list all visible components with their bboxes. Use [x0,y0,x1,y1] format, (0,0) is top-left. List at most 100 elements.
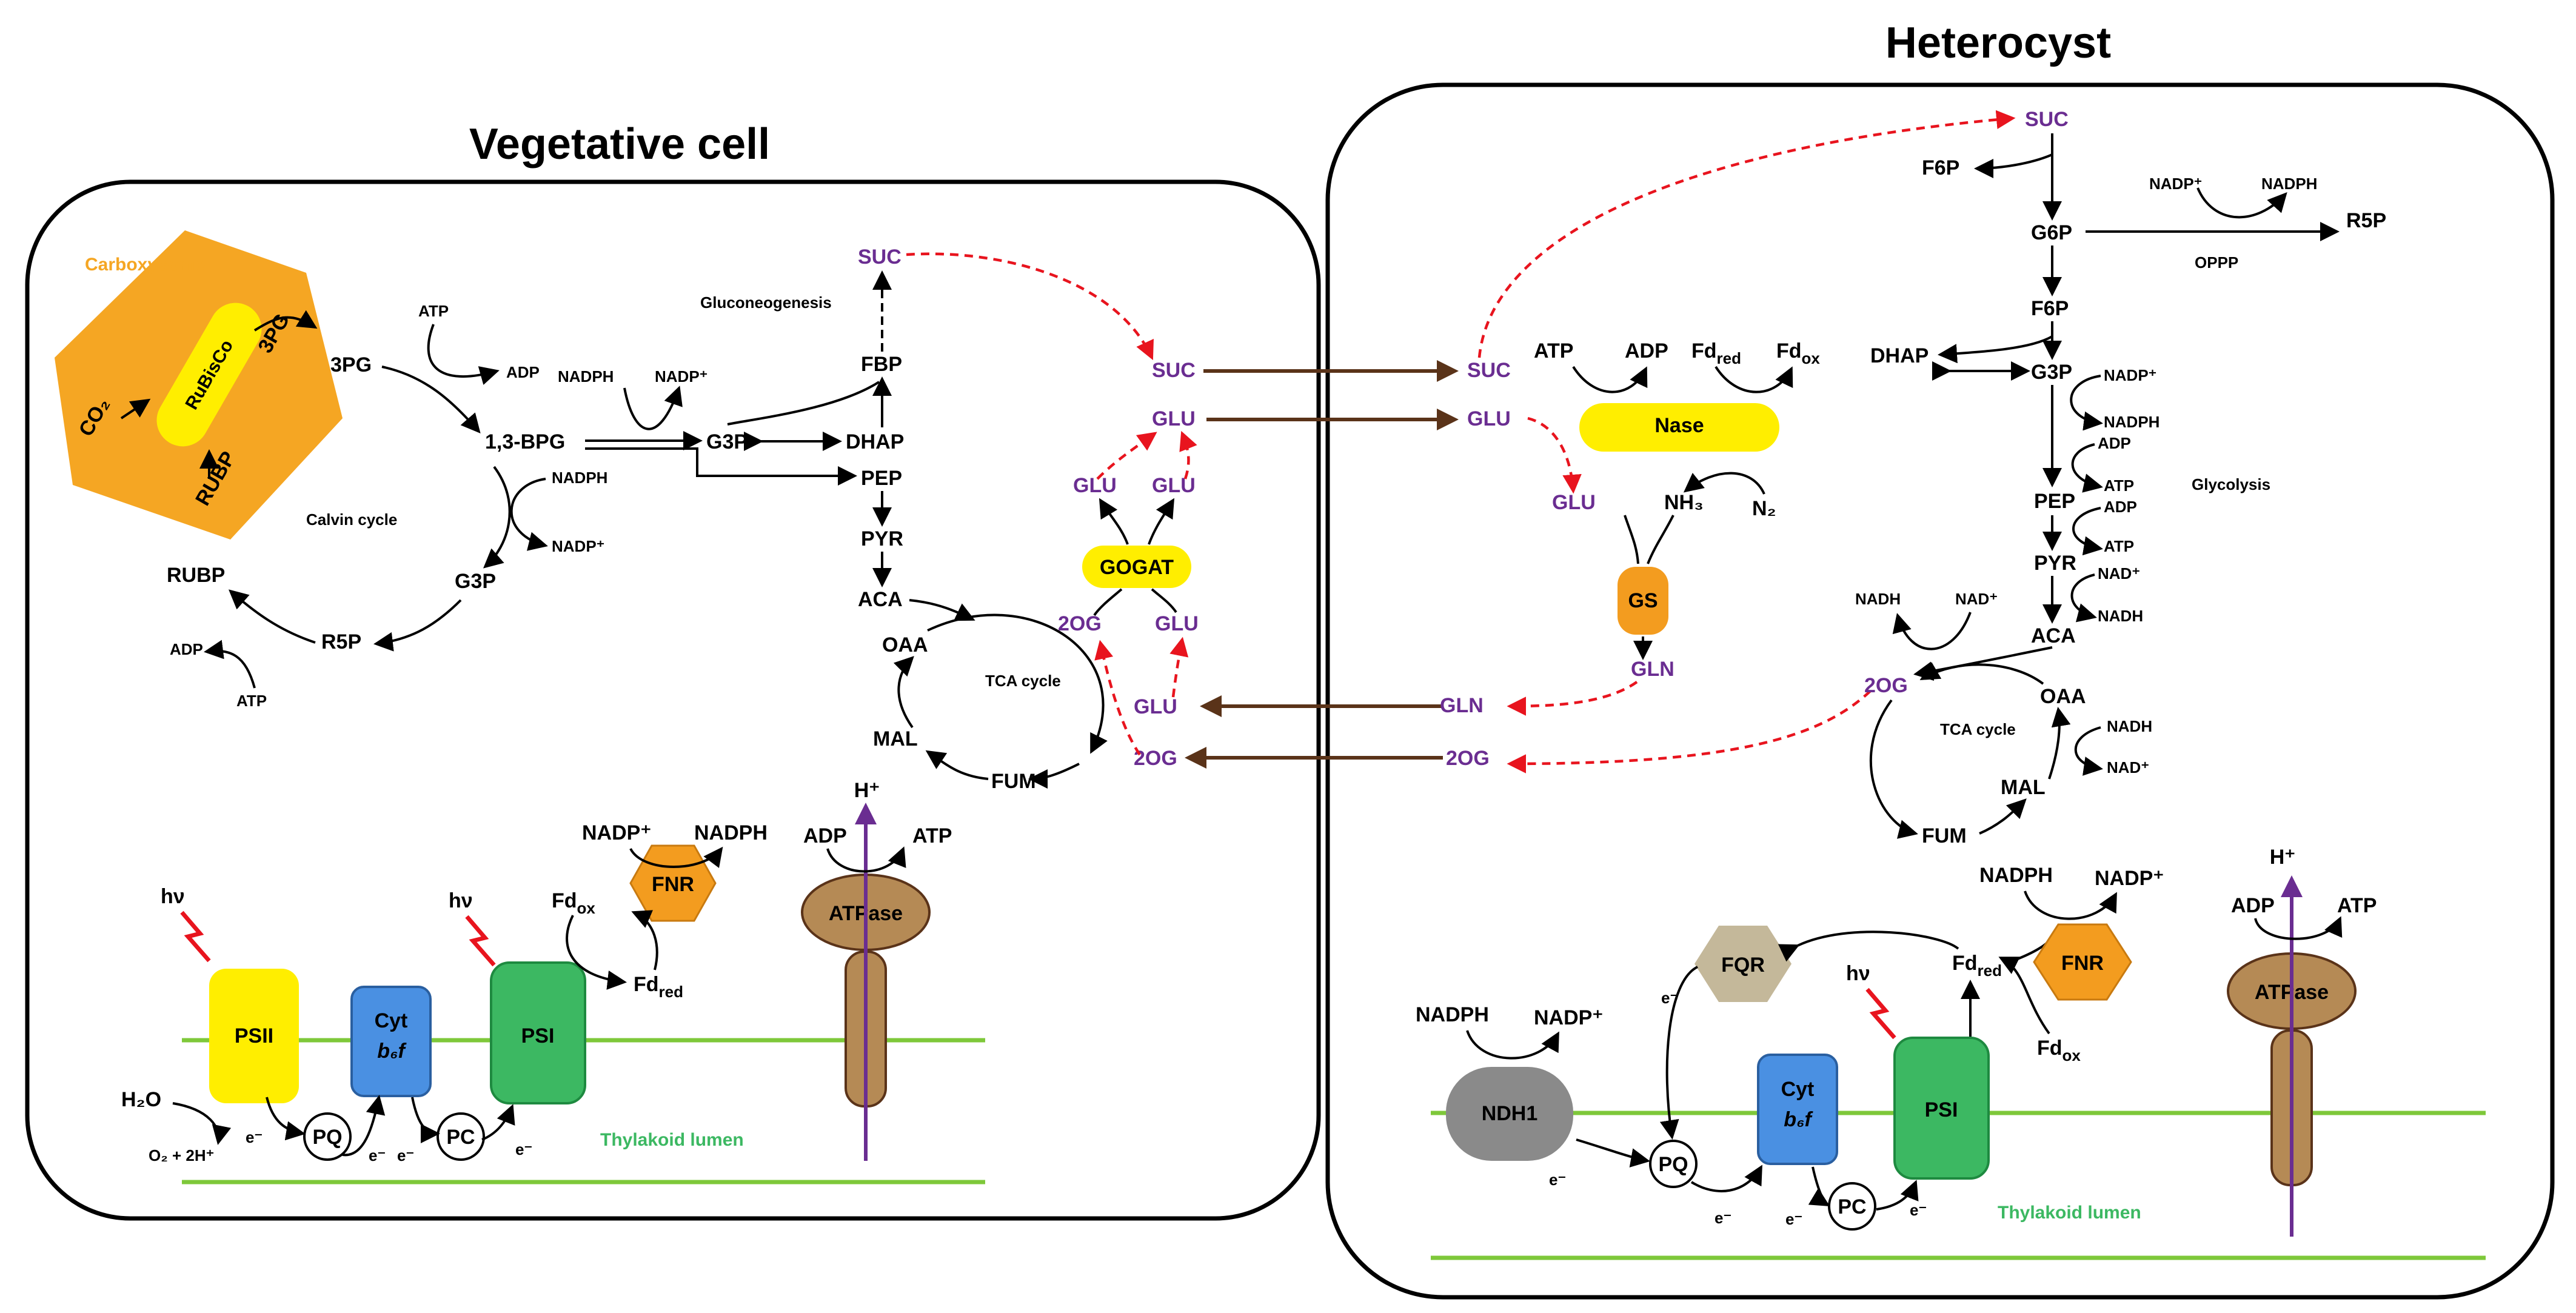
fd-ox-to-red-arrow-het [1998,957,2050,1035]
e-pc-label: e⁻ [1910,1201,1927,1219]
pq-label-veg: PQ [312,1126,342,1149]
tca-arrow-2 [1028,763,1080,789]
atp-r5p-label: ATP [236,692,267,710]
fd-red-to-fnr-arrow-veg [631,910,658,971]
light-bolt-psii [180,910,211,963]
calvin-arrow-2 [483,466,511,569]
nadph-fnr-label-het: NADPH [1979,864,2053,887]
2og-red-flux-het [1507,690,1872,773]
2og-veg-label: 2OG [1058,612,1102,635]
nadh-nad-aca-arrow [1892,612,1972,650]
glu-veg-top-label: GLU [1152,407,1196,430]
adp-r5p-label: ADP [170,640,203,658]
atp-adp-arrow-1 [427,324,500,385]
n2-to-nh3-arrow [1683,472,1765,495]
oaa-het-label: OAA [2040,685,2086,708]
suc-veg-right-label: SUC [1152,359,1196,382]
adp-calvin-label: ADP [506,363,540,381]
atp-atpase-label-het: ATP [2337,894,2377,917]
psi-label-het: PSI [1925,1098,1958,1121]
adp-nase-label: ADP [1625,339,1668,362]
calvin-arrow-3 [373,599,462,652]
aca-to-2og-het-arrow [1913,646,2053,681]
glu-to-gs-line [1624,515,1639,564]
fnr-enzyme-het [2033,923,2132,1001]
nase-label: Nase [1654,414,1704,437]
e1-label: e⁻ [246,1128,263,1146]
fd-nase-arrow [1715,366,1793,393]
b6f-label-veg: b₆f [377,1040,407,1063]
f6p-to-dhap-arrow [1938,335,2053,364]
tca-het-label: TCA cycle [1940,720,2016,738]
glu-red-flux-3 [1169,636,1189,698]
nadp-oppp-label: NADP⁺ [2149,175,2202,193]
aca-to-2og-arrow [909,599,975,621]
vegetative-cell-outline [25,179,1321,1221]
nase-enzyme [1579,403,1779,452]
g3p-veg-label: G3P [706,430,748,453]
tca-veg-label: TCA cycle [985,672,1061,690]
oppp-label: OPPP [2195,253,2238,272]
nadp-ndh-label: NADP⁺ [1534,1006,1603,1029]
fbp-label: FBP [861,353,902,376]
fum-veg-label: FUM [991,770,1036,793]
glu-veg-c-label: GLU [1155,612,1199,635]
e-ndh-label: e⁻ [1549,1171,1566,1189]
nad-mal-label: NAD⁺ [2107,758,2149,777]
gogat-enzyme [1082,546,1191,588]
o2-label: O₂ + 2H⁺ [149,1146,214,1164]
13bpg-label: 1,3-BPG [485,430,565,453]
gogat-label: GOGAT [1100,556,1174,579]
nadp-calvin-label: NADP⁺ [552,537,604,555]
nadh-nad-mal-arrow [2074,726,2103,776]
nadph-g3p-label: NADPH [2104,413,2159,431]
r5p-label: R5P [321,630,361,653]
adp-atpase-label-het: ADP [2231,894,2275,917]
gln-red-flux-het [1507,681,1638,716]
gln-het-label: GLN [1440,694,1484,717]
pq-to-cyt-arrow-het [1690,1164,1762,1192]
glu-veg-d-label: GLU [1134,695,1177,718]
pc-label-veg: PC [446,1126,475,1149]
ndh1-label: NDH1 [1482,1102,1538,1125]
cyt-to-pc-arrow [411,1097,440,1143]
pyr-veg-label: PYR [861,527,903,550]
heterocyst-outline [1325,82,2555,1300]
fd-red-label-veg: Fdred [634,973,683,1001]
suc-to-f6p-arrow [1974,153,2053,178]
adp-atp-atpase-arrow-veg [826,846,906,873]
nadp-bpg-label: NADP⁺ [655,367,708,386]
psi-complex-het [1893,1037,1990,1180]
nad-aca-label: NAD⁺ [1955,590,1998,608]
2og-red-flux-veg [1094,640,1141,756]
2og-veg-bottom-label: 2OG [1134,747,1177,770]
nadph-nadp-arrow-2 [623,386,683,430]
e3-label: e⁻ [397,1146,414,1164]
nadp-fnr-label-het: NADP⁺ [2095,867,2164,890]
suc-veg-label: SUC [858,246,902,269]
fd-ox-nase-label: Fdox [1776,339,1820,367]
vegetative-cell-title: Vegetative cell [469,120,770,169]
rubp-label: RUBP [167,564,225,587]
fum-het-label: FUM [1922,824,1967,847]
adp-het-1-label: ADP [2098,434,2131,452]
adp-atp-atpase-arrow-het [2254,916,2343,940]
oppp-cofactor-arrow [2196,187,2287,219]
pc-label-het: PC [1838,1195,1866,1218]
e-pq-label: e⁻ [1715,1209,1731,1227]
thylakoid-lumen-veg: Thylakoid lumen [600,1130,744,1150]
nadph-bpg-label: NADPH [558,367,614,386]
adp-atp-arrow-2 [2072,507,2103,556]
h-label-het: H⁺ [2270,846,2296,869]
light-bolt-psi-het [1865,987,1896,1040]
r5p-het-label: R5P [2346,209,2386,232]
3pg-label: 3PG [330,353,372,376]
g3p-to-fbp-line [727,381,880,426]
cyt-label-veg: Cyt [375,1009,408,1032]
nadph-ndh-label: NADPH [1416,1003,1489,1026]
glu-veg-b-label: GLU [1152,474,1196,497]
fqr-enzyme [1694,926,1791,1002]
2og-to-gogat [1093,588,1123,616]
suc-red-flux-het [1477,110,2016,358]
psi-label-veg: PSI [521,1024,555,1047]
